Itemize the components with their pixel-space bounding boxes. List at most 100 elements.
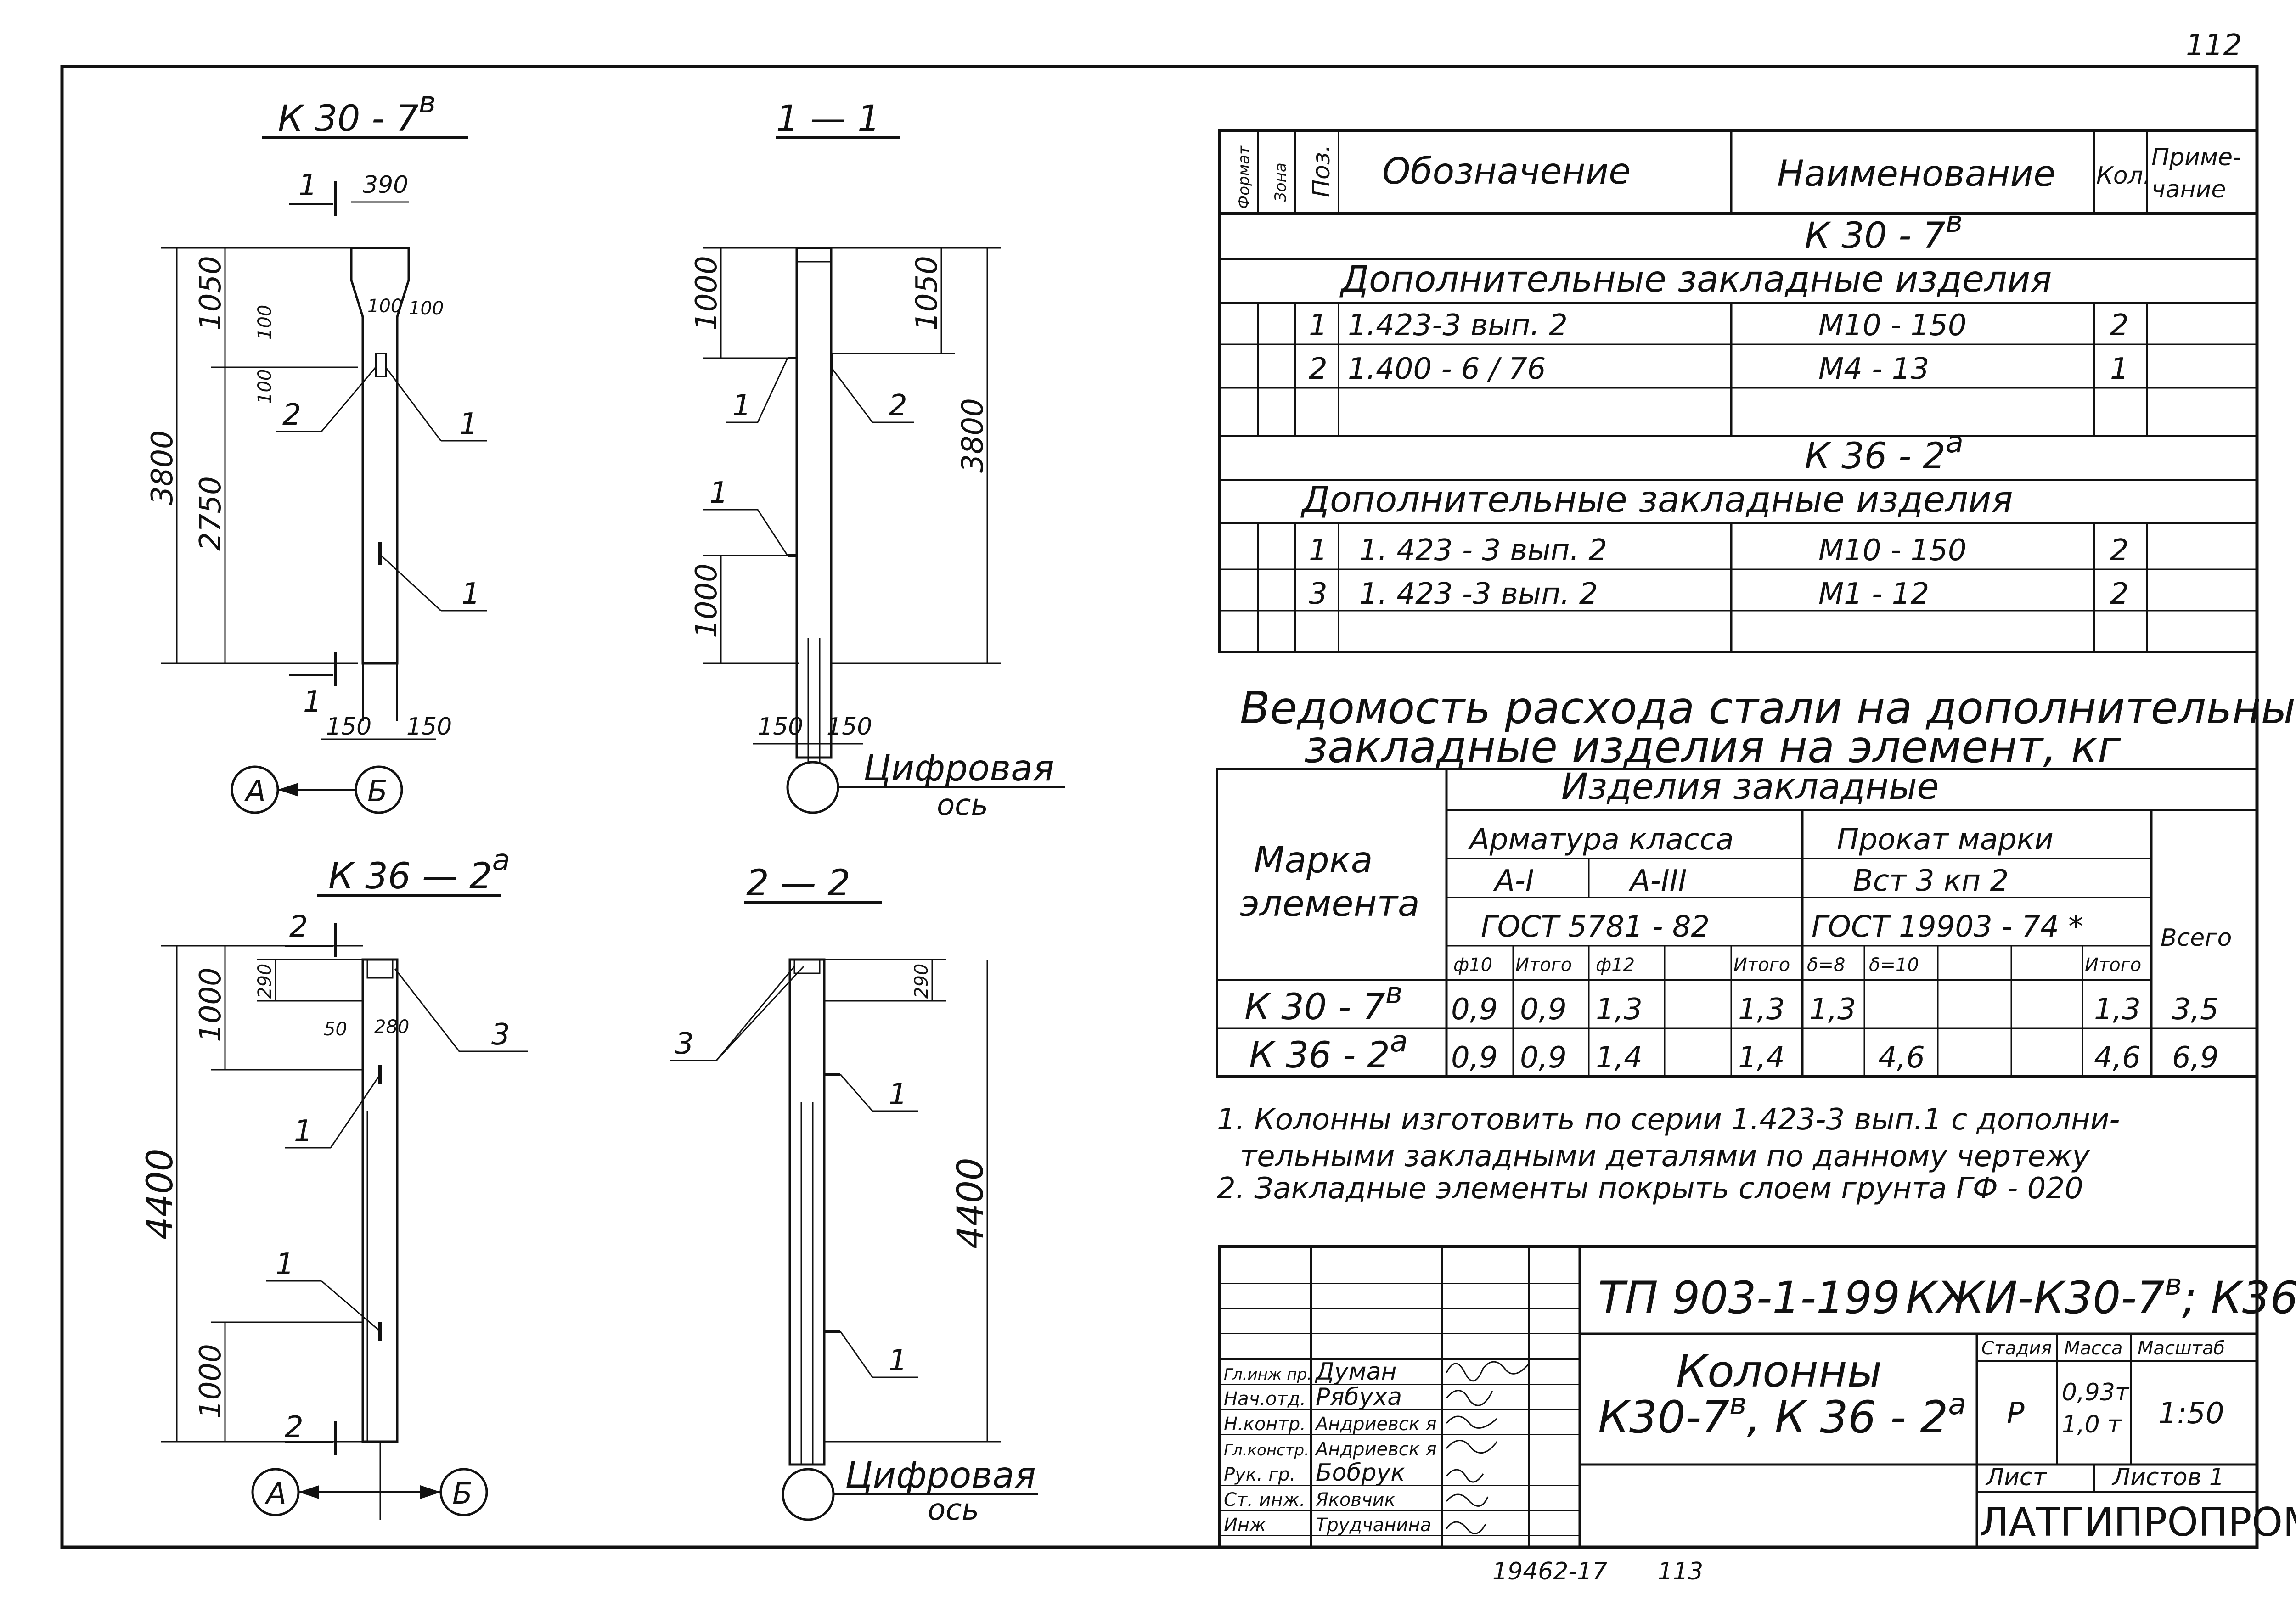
steel-r2-c1: 0,9 — [1520, 1041, 1567, 1075]
spec-group1-title: К 30 - 7в — [1805, 205, 1963, 257]
spec-g1-r2-pos: 2 — [1309, 352, 1328, 386]
s11-axis-label-2: ось — [937, 788, 988, 822]
tb-mass-1: 0,93т — [2062, 1379, 2130, 1406]
s22-callout-1-a: 1 — [889, 1078, 907, 1112]
section-mark-1-bottom: 1 — [303, 685, 322, 719]
spec-h-note-2: чание — [2151, 176, 2226, 203]
steel-r2-c9: 4,6 — [2094, 1041, 2141, 1075]
steel-sub-1: Итого — [1515, 954, 1572, 976]
dim-1000-k36-top: 1000 — [194, 967, 228, 1042]
note-2: 2. Закладные элементы покрыть слоем грун… — [1217, 1172, 2083, 1206]
dim-1000-top: 1000 — [690, 256, 724, 331]
spec-g2-r1-pos: 1 — [1309, 533, 1328, 567]
dim-150-a: 150 — [326, 713, 371, 741]
dim-100-d: 100 — [254, 369, 276, 404]
bottom-stamp: 19462-17 — [1492, 1558, 1607, 1585]
axis-b-k30: Б — [367, 775, 388, 808]
dim-100-b: 100 — [409, 298, 444, 319]
s22-axis-label-1: Цифровая — [845, 1455, 1036, 1496]
spec-g1-r1-qty: 2 — [2110, 309, 2129, 342]
spec-g1-r1-designation: 1.423-3 вып. 2 — [1348, 309, 1568, 342]
dim-290-s22: 290 — [911, 964, 932, 999]
dim-280: 280 — [374, 1016, 409, 1038]
steel-sub-2: ф12 — [1596, 954, 1635, 976]
spec-g1-r2-qty: 1 — [2110, 352, 2129, 386]
tb-role-5: Ст. инж. — [1224, 1489, 1306, 1510]
section-mark-2-bottom: 2 — [285, 1410, 304, 1444]
steel-sub-4: Итого — [1733, 954, 1790, 976]
tb-name-3: Андриевск я — [1314, 1439, 1437, 1460]
tb-name-2: К30-7в, К 36 - 2а — [1598, 1387, 1966, 1443]
spec-h-designation: Обозначение — [1382, 151, 1631, 192]
spec-g2-r2-pos: 3 — [1309, 577, 1328, 611]
dim-3800-s11: 3800 — [956, 398, 990, 473]
steel-h-gost1: ГОСТ 5781 - 82 — [1481, 910, 1710, 944]
k36-callout-3: 3 — [491, 1018, 510, 1052]
spec-table: Формат Зона Поз. Обозначение Наименовани… — [1218, 129, 2258, 653]
bottom-stamp-page: 113 — [1658, 1558, 1703, 1585]
s22-callout-1-b: 1 — [889, 1344, 907, 1378]
axis-a-k30: А — [244, 775, 266, 808]
note-1-cont: тельными закладными деталями по данному … — [1240, 1140, 2090, 1173]
tb-role-6: Инж — [1224, 1515, 1266, 1536]
steel-r2-c2: 1,4 — [1596, 1041, 1643, 1075]
signature-scribbles — [1446, 1361, 1530, 1534]
s22-axis-label-2: ось — [928, 1493, 979, 1527]
tb-scale-h: Масштаб — [2138, 1338, 2225, 1359]
dim-1050: 1050 — [194, 256, 228, 331]
steel-r1-total: 3,5 — [2172, 993, 2219, 1027]
tb-sheet-h: Лист — [1985, 1464, 2047, 1491]
dim-150-s11-a: 150 — [758, 713, 803, 741]
dim-290-k36: 290 — [254, 964, 276, 999]
steel-h-a3: А-III — [1628, 864, 1687, 898]
callout-1-b: 1 — [461, 577, 480, 611]
steel-h-a1: А-I — [1493, 864, 1534, 898]
steel-title-2: закладные изделия на элемент, кг — [1304, 721, 2121, 773]
s11-callout-1-b: 1 — [709, 476, 728, 510]
tb-name-5: Яковчик — [1315, 1489, 1396, 1510]
view-k36: К 36 — 2а 2 2 290 50 280 1000 4400 1000 — [140, 843, 528, 1520]
steel-sub-9: Итого — [2085, 954, 2141, 976]
section-1-1-title: 1 — 1 — [776, 98, 880, 140]
steel-row1-mark: К 30 - 7в — [1244, 977, 1403, 1028]
section-mark-1-top: 1 — [298, 168, 317, 202]
spec-g2-r1-qty: 2 — [2110, 533, 2129, 567]
callout-1-a: 1 — [459, 407, 478, 441]
tb-role-1: Нач.отд. — [1224, 1388, 1306, 1409]
steel-r2-total: 6,9 — [2172, 1041, 2219, 1075]
view-title-k30: К 30 - 7в — [278, 86, 436, 140]
s22-callout-3: 3 — [675, 1027, 694, 1061]
section-2-2-title: 2 — 2 — [746, 863, 850, 904]
tb-role-0: Гл.инж пр. — [1224, 1365, 1312, 1384]
steel-h-mark-2: элемента — [1240, 883, 1420, 925]
spec-h-note-1: Приме- — [2151, 144, 2241, 171]
tb-sheets-h: Листов 1 — [2111, 1464, 2224, 1491]
steel-r1-c2: 1,3 — [1596, 993, 1643, 1027]
spec-group2-subtitle: Дополнительные закладные изделия — [1300, 479, 2013, 521]
spec-g2-r1-designation: 1. 423 - 3 вып. 2 — [1359, 533, 1607, 567]
tb-name-4: Бобрук — [1316, 1459, 1405, 1487]
view-title-k36: К 36 — 2а — [328, 843, 510, 897]
spec-g2-r2-qty: 2 — [2110, 577, 2129, 611]
tb-stage-h: Стадия — [1981, 1338, 2052, 1359]
view-k30: К 30 - 7в 1 1 390 100 100 100 100 1050 3… — [146, 86, 487, 814]
tb-code-mark: КЖИ-К30-7в; К36-2а — [1906, 1268, 2296, 1324]
spec-group1-subtitle: Дополнительные закладные изделия — [1339, 259, 2052, 300]
dim-150-s11-b: 150 — [827, 713, 872, 741]
k36-callout-1-b: 1 — [276, 1247, 294, 1281]
tb-name-0: Думан — [1315, 1358, 1397, 1386]
spec-g2-r1-name: М10 - 150 — [1818, 533, 1967, 567]
tb-name-6: Трудчанина — [1316, 1515, 1431, 1536]
spec-h-zone: Зона — [1272, 163, 1290, 202]
notes: 1. Колонны изготовить по серии 1.423-3 в… — [1217, 1103, 2120, 1206]
steel-r1-c9: 1,3 — [2094, 993, 2141, 1027]
dim-1000-bottom: 1000 — [690, 563, 724, 638]
spec-g1-r2-name: М4 - 13 — [1818, 352, 1929, 386]
s11-axis-label-1: Цифровая — [863, 748, 1054, 789]
spec-h-format: Формат — [1235, 145, 1253, 209]
spec-h-pos: Поз. — [1308, 145, 1335, 197]
steel-table: Ведомость расхода стали на дополнительны… — [1216, 682, 2296, 1078]
dim-4400-k36: 4400 — [140, 1148, 181, 1240]
tb-name-1: Рябуха — [1316, 1383, 1402, 1411]
